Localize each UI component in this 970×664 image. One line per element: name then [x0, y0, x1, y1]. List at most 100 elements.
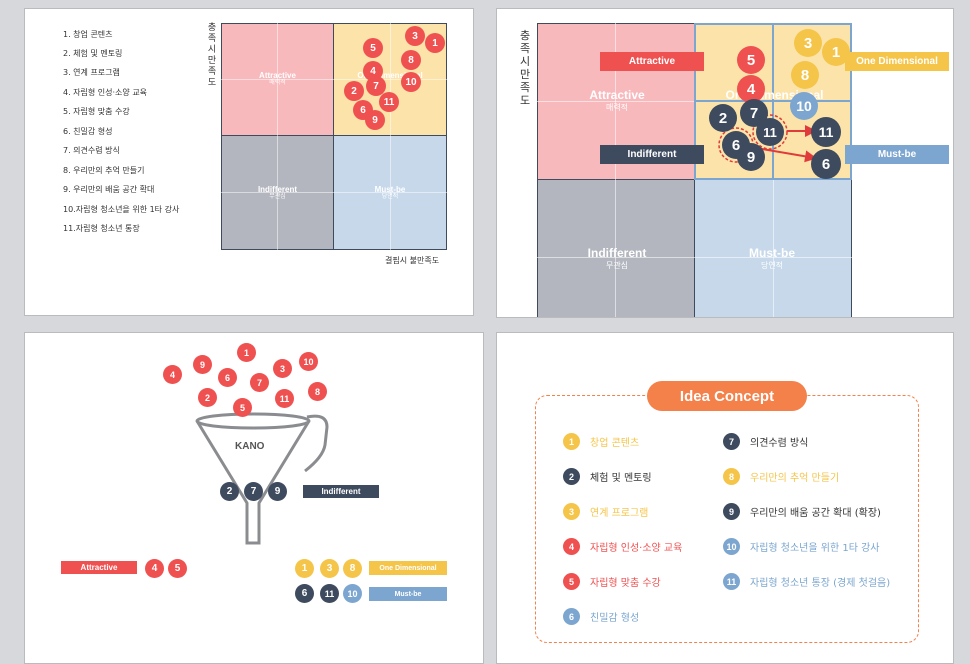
point-10: 10	[790, 92, 818, 120]
one-dim-item-8: 8	[343, 559, 362, 578]
point-10: 10	[401, 72, 421, 92]
concept-number-badge: 2	[563, 468, 580, 485]
list-item: 11.자립형 청소년 통장	[63, 224, 140, 233]
point-11-moved: 11	[811, 117, 841, 147]
quadrant-indifferent	[537, 179, 695, 317]
one-dim-item-1: 1	[295, 559, 314, 578]
ball-2: 2	[198, 388, 217, 407]
concept-number-badge: 6	[563, 608, 580, 625]
point-11: 11	[379, 92, 399, 112]
concept-text: 창업 콘텐츠	[590, 438, 640, 449]
one-dim-item-3: 3	[320, 559, 339, 578]
panel-kano-funnel: KANO 4 9 1 6 7 3 10 2 5 11 8 2 7 9 Indif…	[24, 332, 484, 664]
point-8: 8	[401, 50, 421, 70]
list-item: 6. 친밀감 형성	[63, 127, 113, 136]
ball-11: 11	[275, 389, 294, 408]
funnel-label: KANO	[235, 441, 265, 452]
point-6-moved: 6	[811, 149, 841, 179]
ball-9: 9	[193, 355, 212, 374]
concept-item-2: 2 체험 및 멘토링	[563, 468, 652, 485]
point-4: 4	[737, 75, 765, 103]
x-axis-label: 결핍시 불만족도	[385, 256, 440, 265]
point-3: 3	[405, 26, 425, 46]
concept-text: 의견수렴 방식	[750, 438, 809, 449]
ball-6: 6	[218, 368, 237, 387]
concept-number-badge: 3	[563, 503, 580, 520]
list-item: 9. 우리만의 배움 공간 확대	[63, 185, 155, 194]
concept-number-badge: 11	[723, 573, 740, 590]
point-5: 5	[363, 38, 383, 58]
point-3: 3	[794, 29, 822, 57]
indifferent-item-9: 9	[268, 482, 287, 501]
ball-10: 10	[299, 352, 318, 371]
list-item: 1. 창업 콘텐츠	[63, 30, 113, 39]
concept-number-badge: 1	[563, 433, 580, 450]
list-item: 2. 체험 및 멘토링	[63, 49, 123, 58]
concept-item-8: 8 우리만의 추억 만들기	[723, 468, 839, 485]
attractive-item-4: 4	[145, 559, 164, 578]
point-5: 5	[737, 46, 765, 74]
concept-title: Idea Concept	[647, 381, 807, 411]
concept-text: 자립형 청소년을 위한 1타 강사	[750, 543, 880, 554]
concept-item-7: 7 의견수렴 방식	[723, 433, 808, 450]
ball-7: 7	[250, 373, 269, 392]
concept-text: 친밀감 형성	[590, 613, 640, 624]
ball-5: 5	[233, 398, 252, 417]
tag-one-dimensional: One Dimensional	[845, 52, 949, 71]
concept-text: 우리만의 추억 만들기	[750, 473, 840, 484]
list-item: 8. 우리만의 추억 만들기	[63, 166, 145, 175]
concept-item-6: 6 친밀감 형성	[563, 608, 639, 625]
concept-number-badge: 5	[563, 573, 580, 590]
mustbe-item-6: 6	[295, 584, 314, 603]
quadrant-label-one-dimensional: One Dimensional	[357, 71, 423, 80]
attractive-item-5: 5	[168, 559, 187, 578]
panel-idea-concept: Idea Concept 1 창업 콘텐츠 2 체험 및 멘토링 3 연계 프로그램 4 자립…	[496, 332, 954, 664]
point-11: 11	[756, 118, 784, 146]
concept-number-badge: 8	[723, 468, 740, 485]
list-item: 4. 자립형 인성·소양 교육	[63, 88, 148, 97]
list-item: 10.자립형 청소년을 위한 1타 강사	[63, 205, 180, 214]
concept-number-badge: 7	[723, 433, 740, 450]
concept-text: 연계 프로그램	[590, 508, 649, 519]
list-item: 7. 의견수렴 방식	[63, 146, 120, 155]
movement-arrows	[718, 114, 817, 163]
point-1: 1	[425, 33, 445, 53]
tag-mustbe: Must-be	[845, 145, 949, 164]
indifferent-item-2: 2	[220, 482, 239, 501]
concept-item-1: 1 창업 콘텐츠	[563, 433, 639, 450]
tag-indifferent: Indifferent	[600, 145, 704, 164]
concept-text: 체험 및 멘토링	[590, 473, 652, 484]
ball-4: 4	[163, 365, 182, 384]
point-8: 8	[791, 61, 819, 89]
list-item: 3. 연계 프로그램	[63, 68, 120, 77]
point-9: 9	[365, 110, 385, 130]
tag-attractive: Attractive	[600, 52, 704, 71]
tag-attractive: Attractive	[61, 561, 137, 574]
concept-number-badge: 4	[563, 538, 580, 555]
indifferent-item-7: 7	[244, 482, 263, 501]
y-axis-label: 충족시 만족도	[519, 29, 531, 107]
point-2: 2	[709, 104, 737, 132]
concept-number-badge: 10	[723, 538, 740, 555]
concept-text: 우리만의 배움 공간 확대 (확장)	[750, 508, 881, 519]
ball-3: 3	[273, 359, 292, 378]
point-1: 1	[822, 38, 850, 66]
concept-item-10: 10 자립형 청소년을 위한 1타 강사	[723, 538, 879, 555]
tag-mustbe: Must-be	[369, 587, 447, 601]
list-item: 5. 자립형 맞춤 수강	[63, 107, 130, 116]
y-axis-label: 충족시 만족도	[207, 23, 217, 88]
point-9: 9	[737, 143, 765, 171]
concept-item-3: 3 연계 프로그램	[563, 503, 648, 520]
concept-item-5: 5 자립형 맞춤 수강	[563, 573, 661, 590]
concept-text: 자립형 맞춤 수강	[590, 578, 661, 589]
mustbe-item-10: 10	[343, 584, 362, 603]
mustbe-item-11: 11	[320, 584, 339, 603]
